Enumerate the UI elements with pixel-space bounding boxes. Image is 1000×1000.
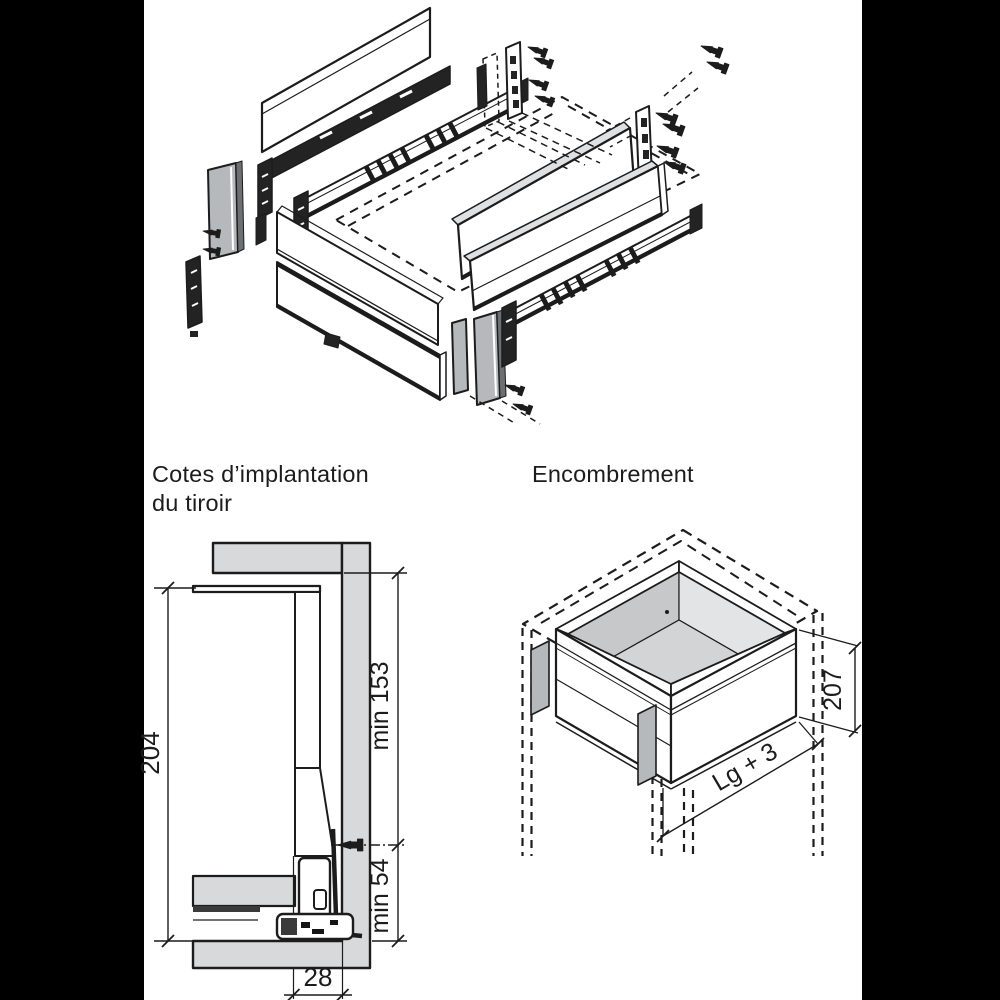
screw-icon [526,42,549,59]
letterbox-bar-left [0,0,144,1000]
screw-icon [653,107,679,126]
right-side-panel [463,160,669,312]
front-left-bracket-plate [185,160,245,337]
dim-label-min153: min 153 [366,662,394,751]
fixing-clip [323,332,341,349]
left-drawer-rail [255,65,451,246]
screw-icon [654,140,680,159]
front-bracket-left [530,640,550,716]
drawer-side-section [191,584,335,857]
dim-label-204: 204 [135,731,165,774]
box-face-right [669,627,798,785]
dim-label-min54: min 54 [366,858,394,933]
screw-icon [704,56,730,75]
section-title-implantation-line1: Cotes d’implantation [152,461,369,487]
screw-icon [527,75,550,92]
dim-label-207: 207 [819,669,847,711]
loose-screws-top-right [663,40,730,113]
section-title-implantation-line2: du tiroir [152,490,233,516]
screw-icon [503,380,526,397]
section-title-encombrement: Encombrement [532,460,694,489]
section-title-implantation: Cotes d’implantation du tiroir [152,460,369,518]
rear-bracket-left [476,41,613,171]
dimension-207 [798,629,862,738]
dim-label-28: 28 [304,962,333,992]
fixing-screw [331,838,406,852]
cabinet-dashed-legs [521,613,824,856]
drawer-box [530,560,798,790]
letterbox-bar-right [862,0,1000,1000]
exploded-view [185,6,730,425]
drawer-bottom-section [191,874,297,921]
screw-icon [698,40,724,59]
dimension-204 [154,581,196,948]
cabinet-dashed-outline [521,528,819,705]
cabinet-top-panel [211,541,344,575]
screw-icon [533,91,556,108]
front-profile-upper [276,205,444,346]
dimension-min153-min54 [344,566,407,948]
dimension-28 [284,856,352,1000]
left-side-panel [260,6,432,154]
runner-profile-section [275,828,363,941]
pre-drill-hole [665,610,669,614]
isometric-diagram: 207 Lg + 3 [521,528,862,856]
right-cabinet-runner [501,203,703,368]
front-bracket-right [637,704,657,786]
front-profile-lower [276,261,447,401]
dimension-lg3 [656,721,825,843]
cross-section-diagram: 204 min 153 min 54 28 [135,541,407,1000]
section-title-encombrement-text: Encombrement [532,461,694,487]
front-right-bracket-plates [451,309,541,425]
